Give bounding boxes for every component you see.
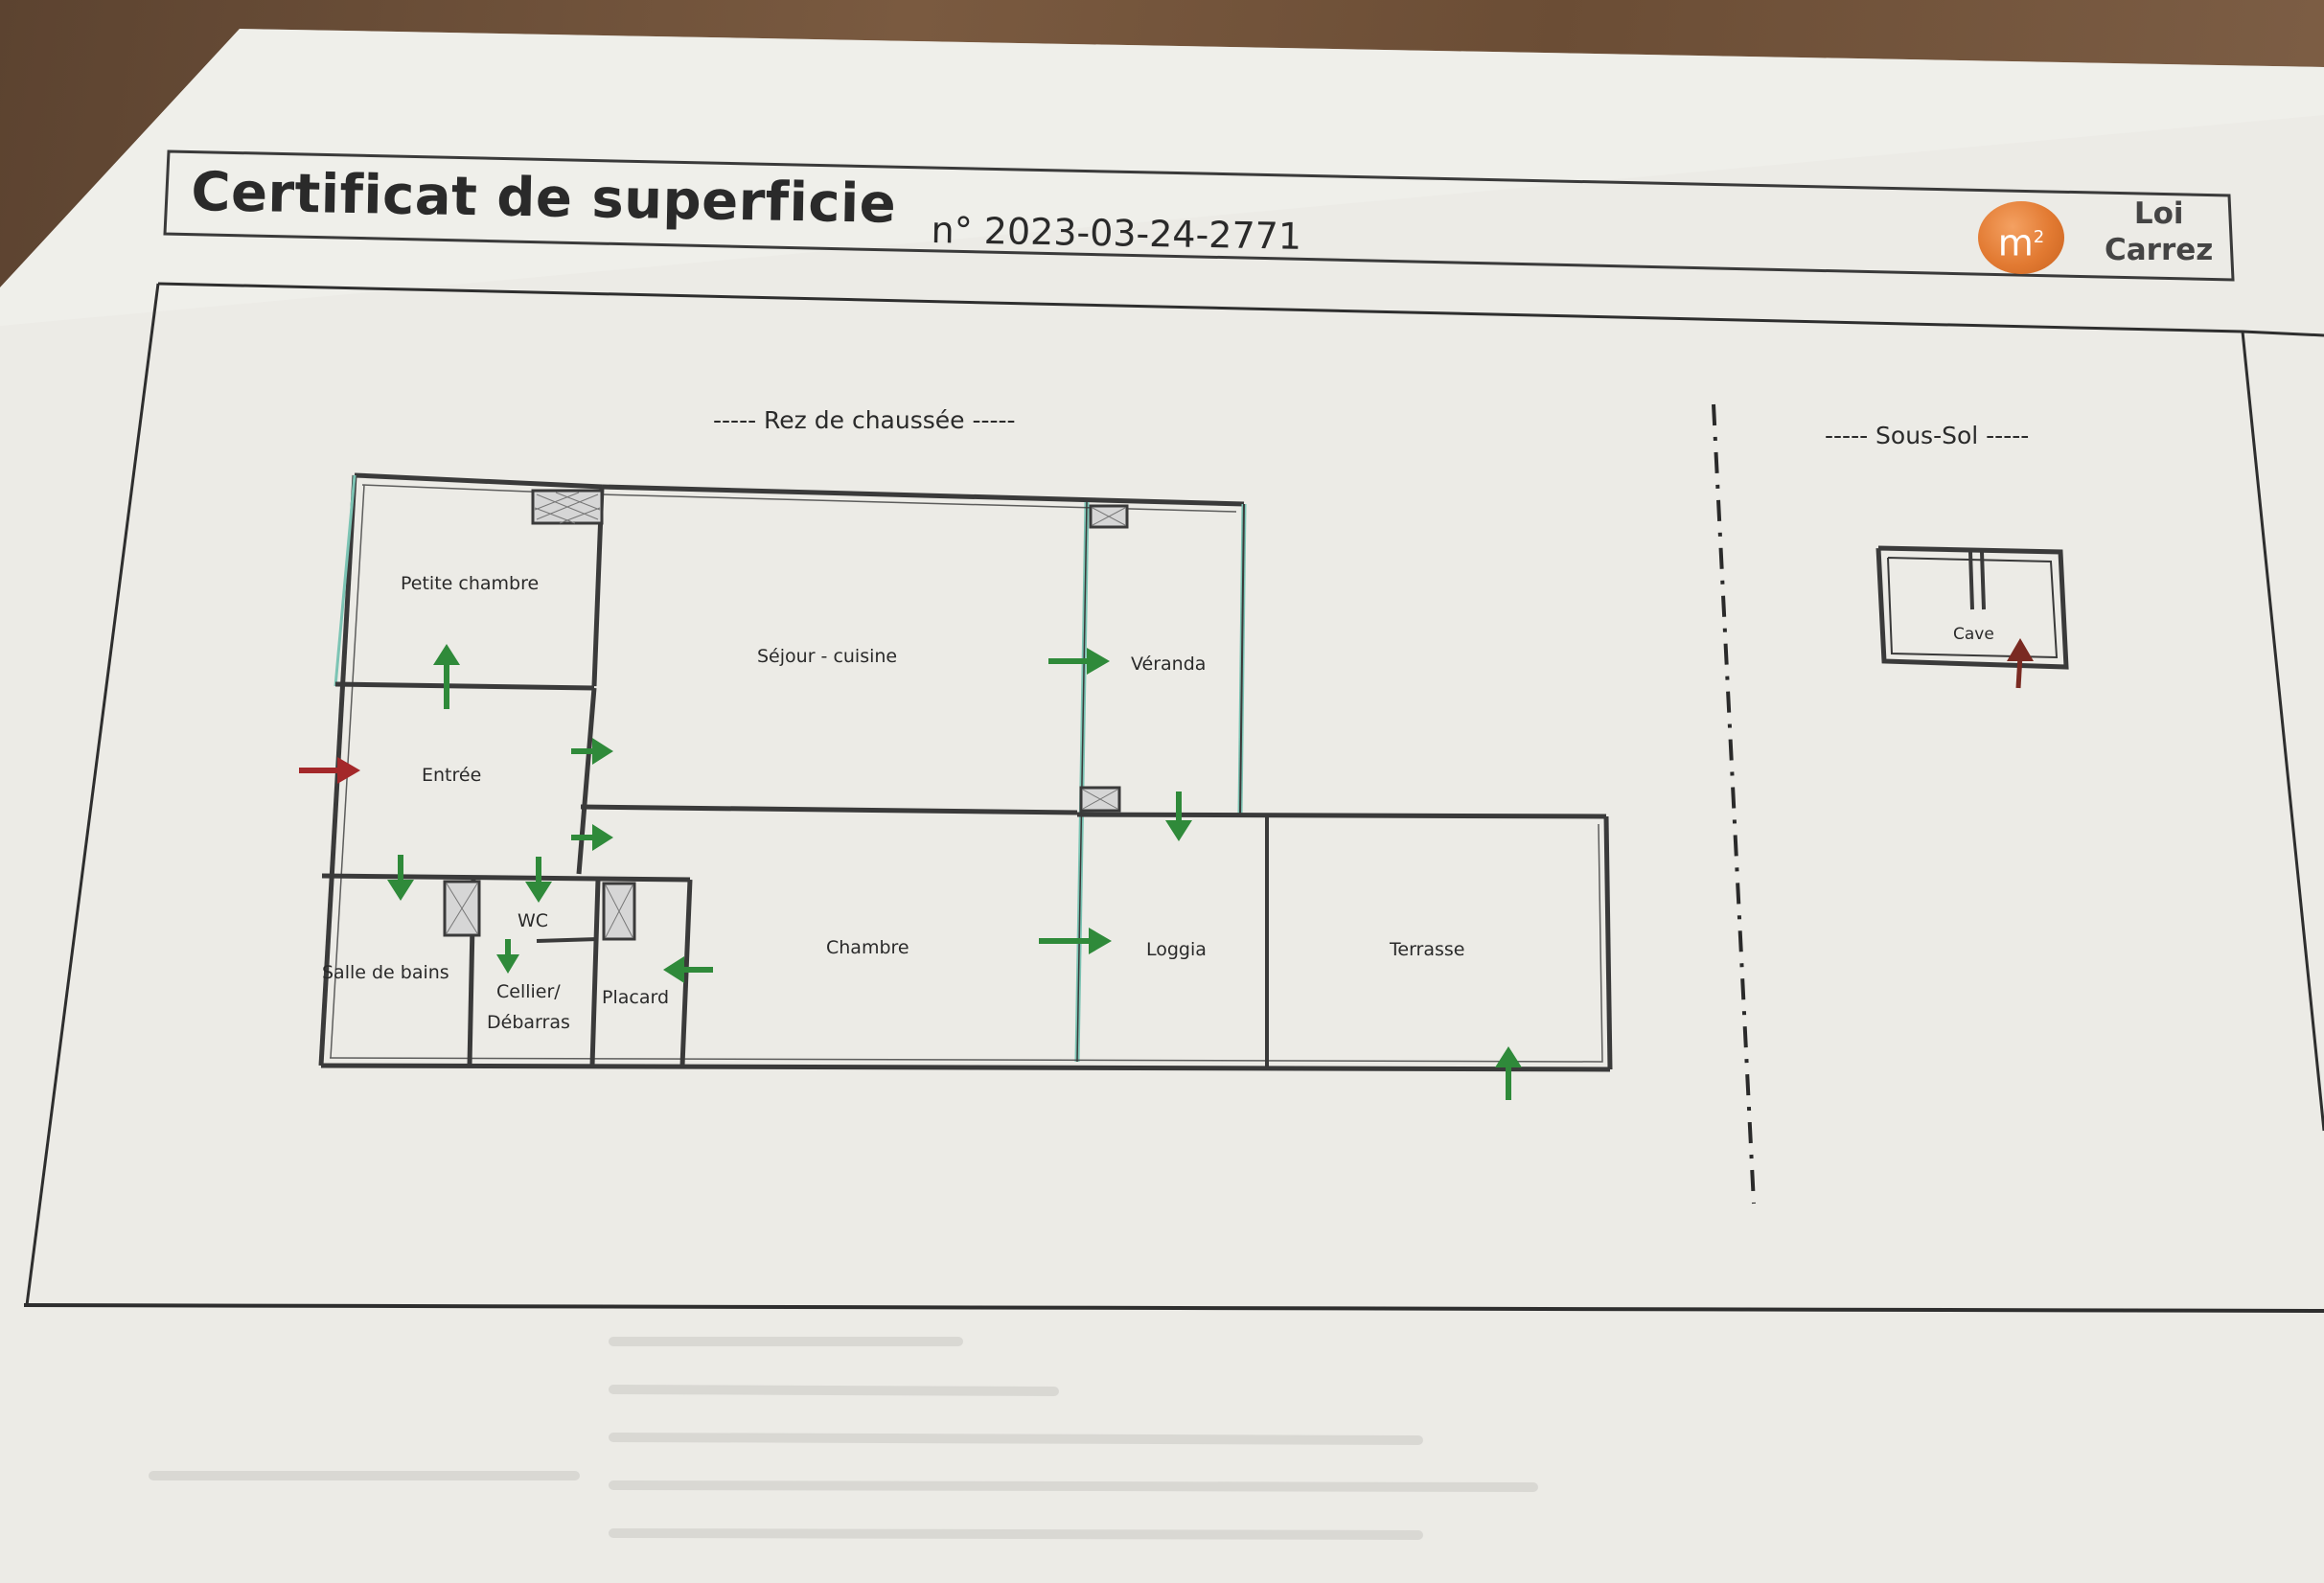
loi-line-2: Carrez <box>2105 233 2214 267</box>
room-cave: Cave <box>1953 625 1994 644</box>
arrow-down-loggia <box>1165 792 1192 841</box>
wall-top-sejour <box>601 484 1245 507</box>
room-terrasse: Terrasse <box>1390 939 1465 960</box>
plan-frame-bottom <box>23 1303 2324 1313</box>
paper-surface <box>0 29 2324 1583</box>
arrow-right-entree-sejour <box>571 738 613 765</box>
green-arrows <box>387 644 1522 1100</box>
arrow-right-loggia <box>1039 928 1112 954</box>
logo-superscript: 2 <box>2033 227 2045 247</box>
plan-frame-right <box>2241 331 2324 1132</box>
document-title: Certificat de superficie <box>190 161 897 236</box>
duct-hatches <box>443 489 1129 941</box>
cave-walls <box>1875 545 2069 670</box>
room-loggia: Loggia <box>1146 939 1207 960</box>
wall-small-rooms-top <box>321 873 691 883</box>
basement-plan <box>1875 545 2069 670</box>
arrow-down-sdb <box>387 855 414 901</box>
cave-entry-arrow <box>2007 638 2034 689</box>
header-frame <box>163 149 2235 282</box>
room-placard: Placard <box>602 987 670 1008</box>
arrow-right-entree-chambre <box>571 824 613 851</box>
room-wc: WC <box>518 910 549 931</box>
room-veranda: Véranda <box>1131 654 1207 675</box>
room-chambre: Chambre <box>826 937 909 958</box>
room-salle-de-bains: Salle de bains <box>322 962 449 983</box>
plan-frame-left <box>25 283 160 1306</box>
room-sejour-cuisine: Séjour - cuisine <box>757 646 898 667</box>
wall-top-petite-chambre <box>354 472 603 490</box>
room-petite-chambre: Petite chambre <box>401 573 540 594</box>
m2-logo: m2 <box>1978 201 2064 274</box>
loi-carrez-label: Loi Carrez <box>2105 195 2213 268</box>
certificate-number: n° 2023-03-24-2771 <box>931 209 1302 258</box>
arrow-down-wc <box>525 857 552 903</box>
wall-entree-right <box>576 687 597 875</box>
logo-letter: m <box>1997 221 2034 264</box>
wall-terrasse-right <box>1603 815 1613 1070</box>
arrow-left-placard <box>663 956 713 983</box>
ground-floor-label: ----- Rez de chaussée ----- <box>713 406 1016 434</box>
arrow-up-terrasse <box>1495 1046 1522 1100</box>
wall-petite-chambre-bottom <box>334 681 595 691</box>
arrow-up-petite-chambre <box>433 644 460 709</box>
basement-label: ----- Sous-Sol ----- <box>1825 422 2030 449</box>
level-separator <box>1712 403 1756 1204</box>
arrow-down-cellier <box>496 939 519 974</box>
wall-cellier-right <box>589 879 601 1067</box>
loi-line-1: Loi <box>2133 196 2184 231</box>
wall-bottom <box>320 1063 1611 1072</box>
entrance-arrow <box>299 757 360 784</box>
room-cellier-line-1: Cellier/ <box>496 981 561 1002</box>
room-cellier-line-2: Débarras <box>487 1012 570 1033</box>
wall-loggia-top <box>1076 812 1607 819</box>
room-entree: Entrée <box>422 765 482 786</box>
arrow-right-veranda <box>1048 648 1110 675</box>
wall-sejour-bottom <box>580 804 1078 815</box>
